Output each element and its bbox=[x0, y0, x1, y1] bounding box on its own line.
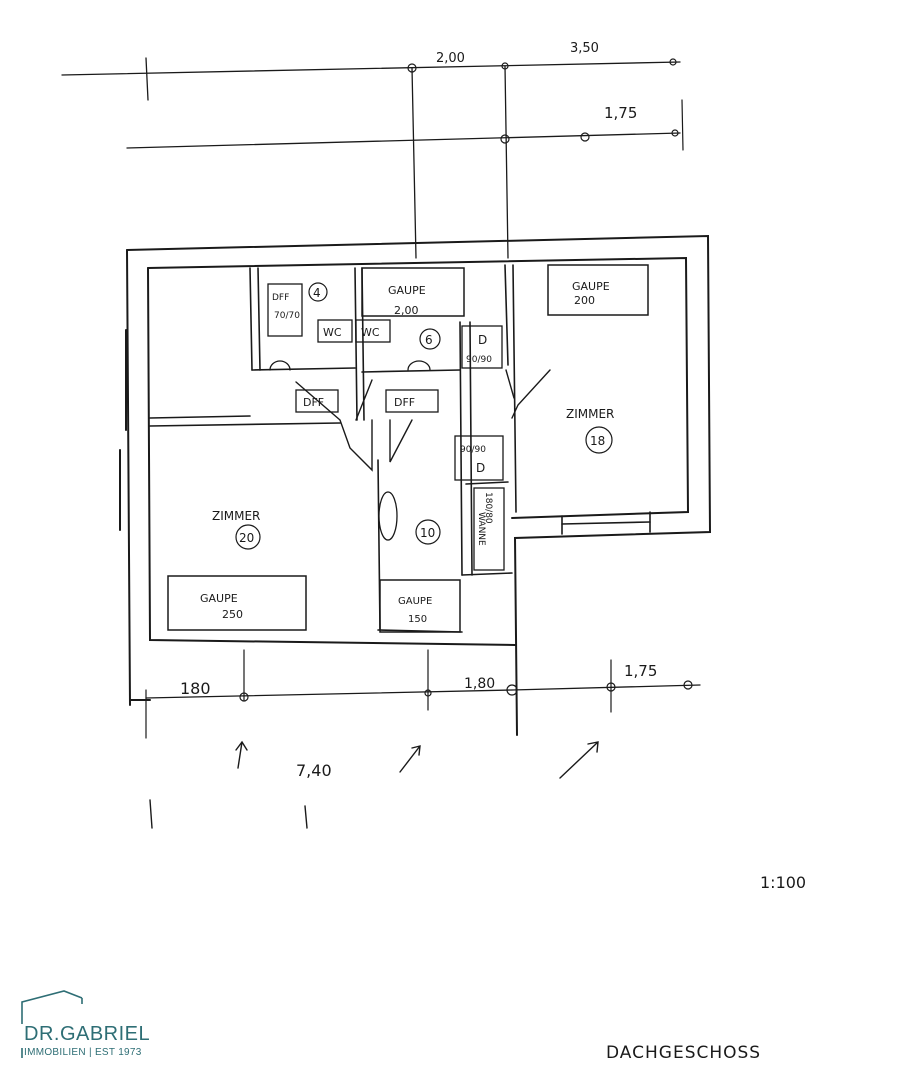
dormer-width-bottom-left: 250 bbox=[222, 608, 243, 621]
company-logo-house-icon bbox=[21, 990, 83, 1058]
company-logo-tagline: IMMOBILIEN | EST 1973 bbox=[24, 1047, 142, 1058]
dormer-label-top-right: GAUPE bbox=[572, 280, 610, 293]
dormer-top-right bbox=[547, 264, 649, 316]
dormer-width-top-right: 200 bbox=[574, 294, 595, 307]
dormer-width-bottom-mid: 150 bbox=[408, 614, 427, 625]
interior-walls bbox=[149, 264, 651, 633]
dormer-bottom-mid bbox=[379, 579, 461, 633]
shower-d-lower: D bbox=[476, 461, 485, 475]
room-number-circle-4 bbox=[308, 282, 328, 302]
dim-top-right: 3,50 bbox=[570, 41, 599, 56]
dimension-line-upper bbox=[126, 132, 681, 149]
room-number-10: 10 bbox=[420, 526, 435, 540]
dim-bottom-total: 7,40 bbox=[296, 761, 332, 780]
dormer-top-mid bbox=[361, 267, 465, 317]
shower-dff-size: 70/70 bbox=[274, 311, 300, 321]
dimension-line-top bbox=[61, 61, 681, 76]
bath-size: 180/80 bbox=[483, 492, 493, 524]
room-label-zimmer-left: ZIMMER bbox=[212, 509, 260, 523]
dormer-bottom-left bbox=[167, 575, 307, 631]
shower-d-lower-size: 90/90 bbox=[460, 445, 486, 455]
dff-label-2: DFF bbox=[394, 396, 415, 409]
room-number-6: 6 bbox=[425, 333, 433, 347]
shower-d-upper-size: 90/90 bbox=[466, 355, 492, 365]
outer-walls bbox=[119, 234, 712, 736]
dormer-width-top-mid: 2,00 bbox=[394, 304, 419, 317]
scale-label: 1:100 bbox=[760, 873, 806, 892]
floor-label: DACHGESCHOSS bbox=[606, 1043, 761, 1063]
dim-right-upper: 1,75 bbox=[604, 104, 637, 122]
room-number-18: 18 bbox=[590, 434, 605, 448]
wc-label-1: WC bbox=[323, 326, 342, 339]
dim-bottom-right: 1,75 bbox=[624, 662, 657, 680]
dim-bottom-mid: 1,80 bbox=[464, 676, 495, 692]
room-number-circle-10 bbox=[415, 519, 441, 545]
dormer-label-bottom-mid: GAUPE bbox=[398, 596, 432, 607]
bath-label: WANNE bbox=[476, 512, 486, 546]
dormer-label-top-mid: GAUPE bbox=[388, 284, 426, 297]
company-logo-name: DR.GABRIEL bbox=[24, 1023, 151, 1045]
dff-label-1: DFF bbox=[303, 396, 324, 409]
shower-dff-label: DFF bbox=[272, 293, 289, 303]
shower-d-upper: D bbox=[478, 333, 487, 347]
room-number-circle-18 bbox=[585, 426, 613, 454]
room-label-zimmer-right: ZIMMER bbox=[566, 407, 614, 421]
room-number-4: 4 bbox=[313, 286, 321, 300]
room-number-circle-6 bbox=[419, 328, 441, 350]
dormer-label-bottom-left: GAUPE bbox=[200, 592, 238, 605]
dim-bottom-left: 180 bbox=[180, 679, 211, 698]
room-number-20: 20 bbox=[239, 531, 254, 545]
dimension-line-bottom bbox=[145, 689, 513, 699]
room-number-circle-20 bbox=[235, 524, 261, 550]
dim-top-left: 2,00 bbox=[436, 51, 465, 66]
wc-label-2: WC bbox=[361, 326, 380, 339]
